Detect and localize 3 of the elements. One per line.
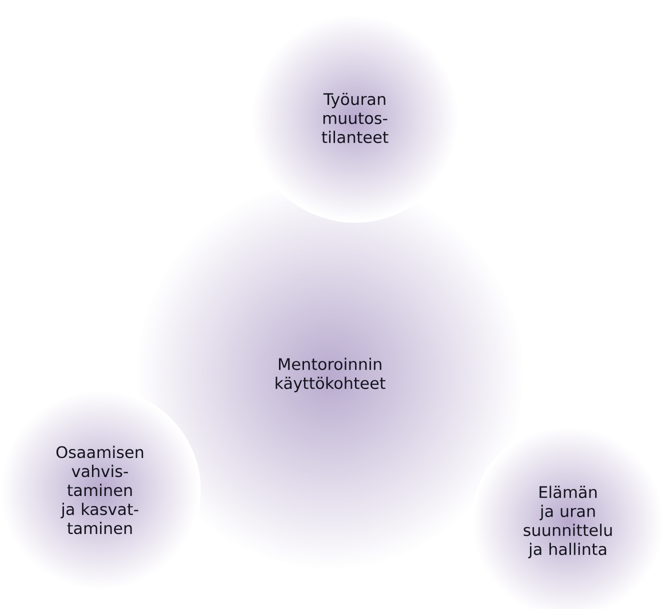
circle-node: Osaamisen vahvis- taminen ja kasvat- taminen [0,389,201,591]
circle-node: Elämän ja uran suunnittelu ja hallinta [471,425,665,609]
circle-node: Työuran muutos- tilanteet [250,13,460,223]
